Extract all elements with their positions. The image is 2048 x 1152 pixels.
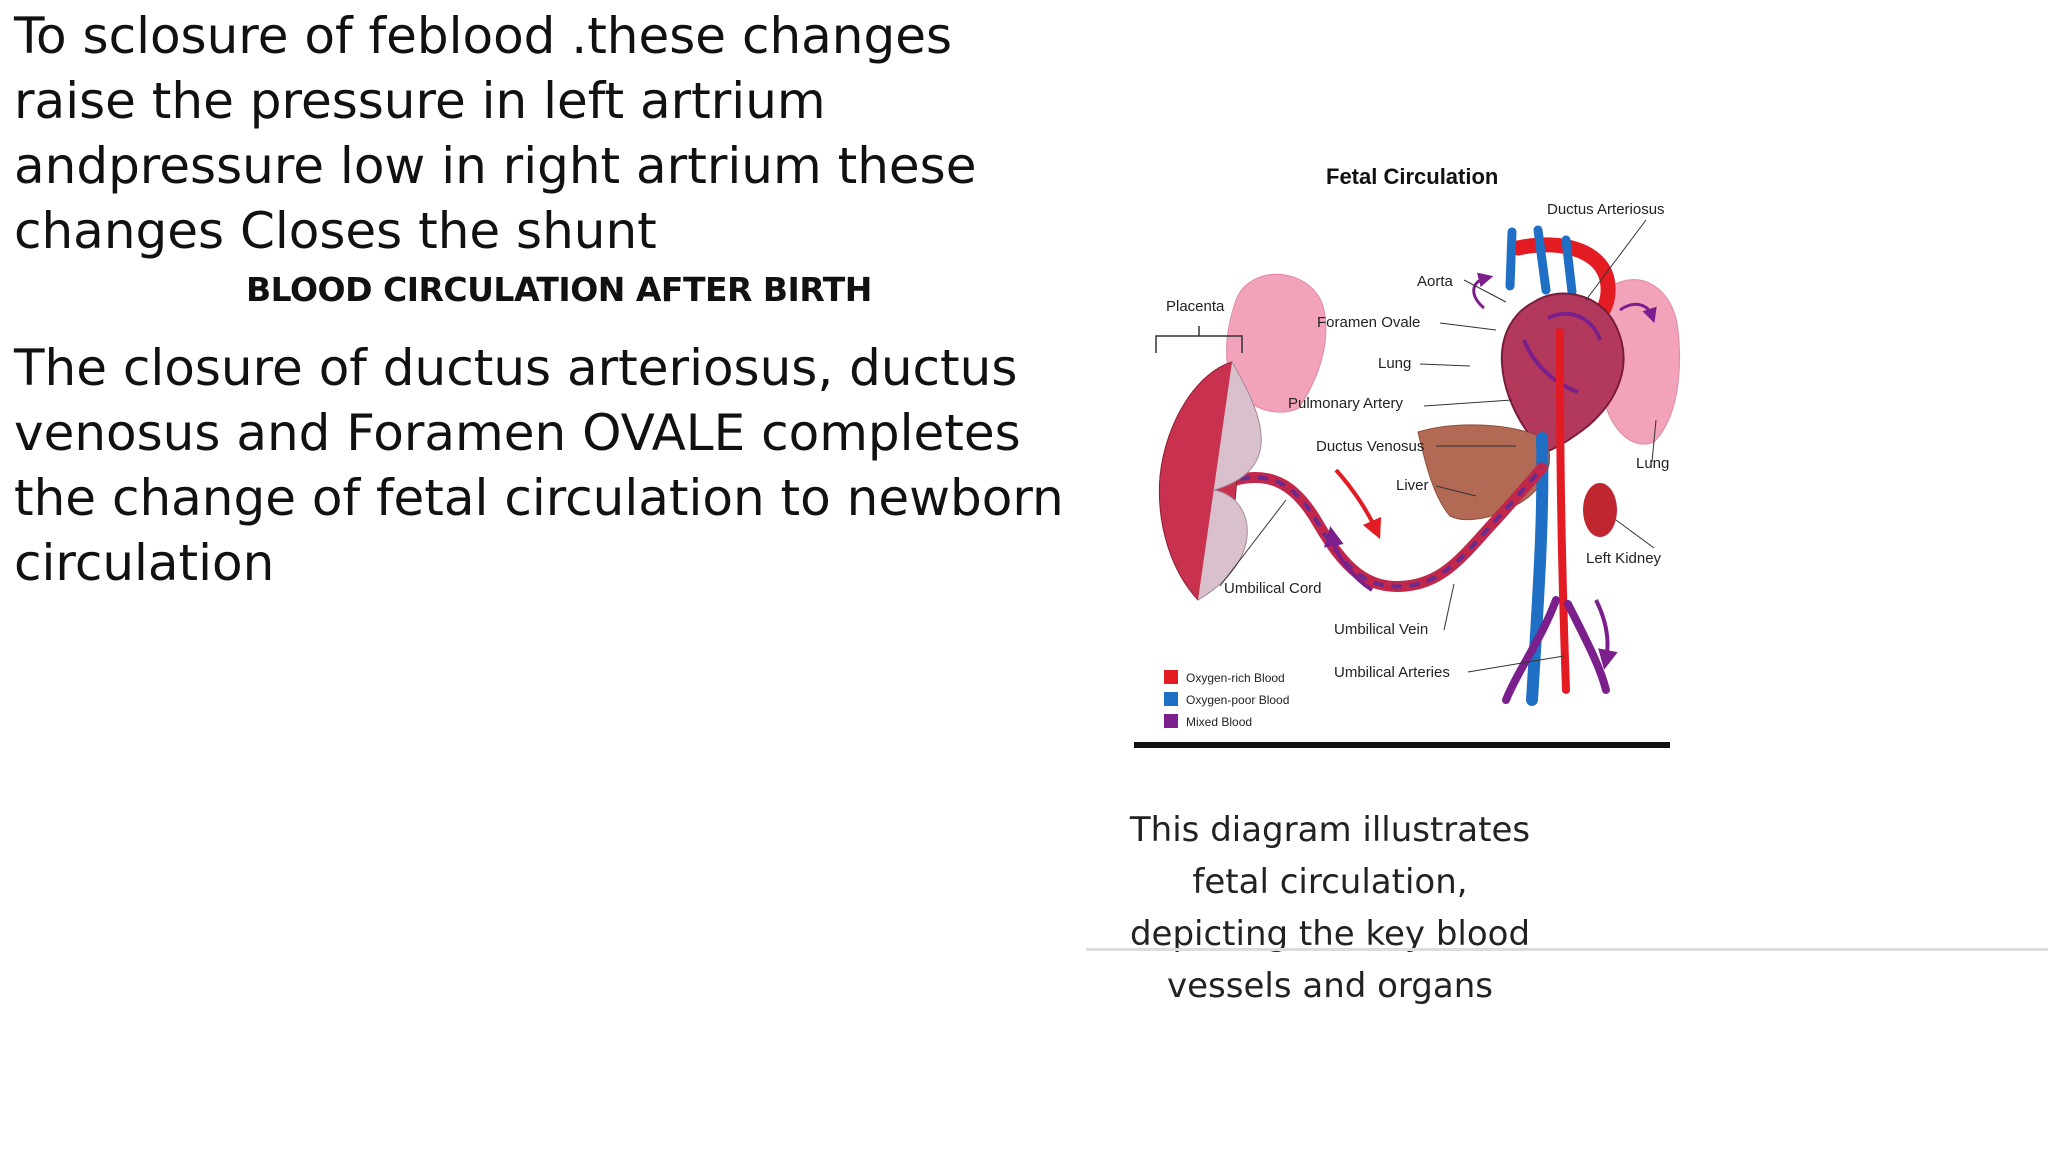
label-umbilical-arteries: Umbilical Arteries	[1334, 664, 1450, 681]
descending-aorta-shape	[1556, 328, 1570, 694]
flow-arrow-purple-right	[1619, 302, 1657, 324]
legend-swatch	[1164, 692, 1178, 706]
flow-arrow-purple-leg	[1594, 599, 1618, 670]
label-umbilical-cord: Umbilical Cord	[1224, 580, 1322, 597]
legend-label: Oxygen-rich Blood	[1186, 671, 1285, 685]
diagram-title: Fetal Circulation	[1326, 164, 1498, 189]
figure-caption: This diagram illustrates fetal circulati…	[1129, 810, 1531, 1006]
label-ductus-venosus: Ductus Venosus	[1316, 438, 1424, 455]
umbilical-cord-twist-shape	[1205, 466, 1544, 589]
fetal-circulation-figure: Fetal Circulation	[1086, 0, 2048, 1006]
flow-arrow-purple-cord	[1323, 526, 1374, 592]
fetal-circulation-diagram: Fetal Circulation	[1134, 164, 1680, 748]
label-liver: Liver	[1396, 477, 1429, 494]
left-kidney-shape	[1583, 483, 1617, 537]
label-placenta: Placenta	[1166, 298, 1225, 315]
legend-label: Mixed Blood	[1186, 715, 1252, 729]
label-umbilical-vein: Umbilical Vein	[1334, 621, 1428, 638]
legend-label: Oxygen-poor Blood	[1186, 693, 1289, 707]
label-ductus-arteriosus: Ductus Arteriosus	[1547, 201, 1665, 218]
section-heading: BLOOD CIRCULATION AFTER BIRTH	[246, 270, 872, 309]
umbilical-arteries-shape	[1502, 596, 1610, 704]
placenta-membrane-shape	[1197, 361, 1262, 601]
closure-paragraph: The closure of ductus arteriosus, ductus…	[14, 339, 1064, 592]
label-lung-right: Lung	[1636, 455, 1669, 472]
intro-paragraph: To sclosure of feblood .these changes ra…	[14, 7, 977, 260]
superior-vessels-shape	[1505, 225, 1577, 297]
legend-swatch	[1164, 670, 1178, 684]
caption-divider	[1086, 948, 2048, 951]
label-aorta: Aorta	[1417, 273, 1454, 290]
diagram-base-rule	[1134, 742, 1670, 748]
label-lung-left: Lung	[1378, 355, 1411, 372]
liver-shape	[1417, 424, 1551, 521]
label-left-kidney: Left Kidney	[1586, 550, 1662, 567]
legend-swatch	[1164, 714, 1178, 728]
label-pulmonary-artery: Pulmonary Artery	[1288, 395, 1404, 412]
label-foramen-ovale: Foramen Ovale	[1317, 314, 1420, 331]
leader-lines	[1219, 219, 1657, 673]
flow-arrow-purple-lung	[1472, 272, 1494, 310]
placenta-bracket-shape	[1155, 326, 1243, 353]
flow-arrow-red	[1334, 468, 1382, 540]
heart-chambers-shape	[1522, 311, 1602, 394]
